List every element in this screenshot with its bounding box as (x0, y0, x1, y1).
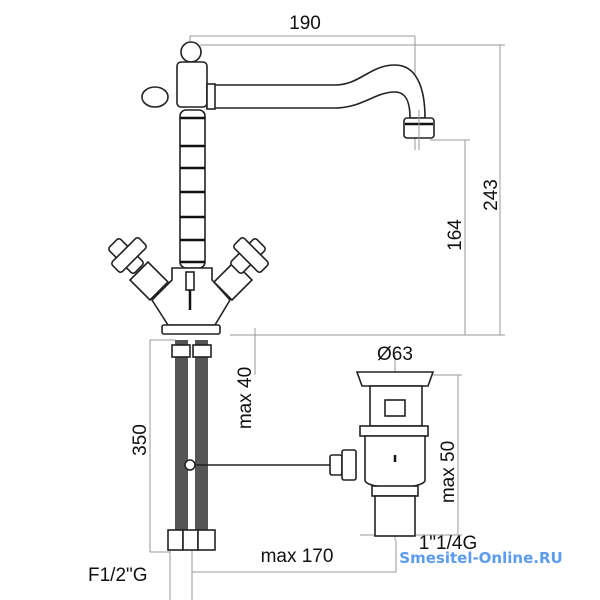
hose-thread-label: F1/2"G (88, 565, 148, 586)
faucet-body (108, 41, 435, 335)
dim-243-label: 243 (481, 179, 502, 211)
dim-350-label: 350 (130, 424, 151, 456)
pop-up-drain (355, 371, 435, 537)
lift-rod (184, 449, 357, 481)
supply-hoses (167, 340, 216, 551)
max-50-label: max 50 (438, 441, 459, 503)
drain-diameter-label: Ø63 (377, 344, 413, 365)
dim-164-label: 164 (445, 219, 466, 251)
max-170-label: max 170 (261, 546, 334, 567)
max-40-label: max 40 (235, 367, 256, 429)
right-handle (212, 237, 269, 302)
drain-thread-label: 1"1/4G (419, 533, 478, 554)
watermark: Smesitel-Online.RU (399, 549, 562, 567)
dimension-lines (149, 35, 505, 600)
left-handle (108, 237, 170, 302)
dim-190-label: 190 (289, 13, 321, 34)
